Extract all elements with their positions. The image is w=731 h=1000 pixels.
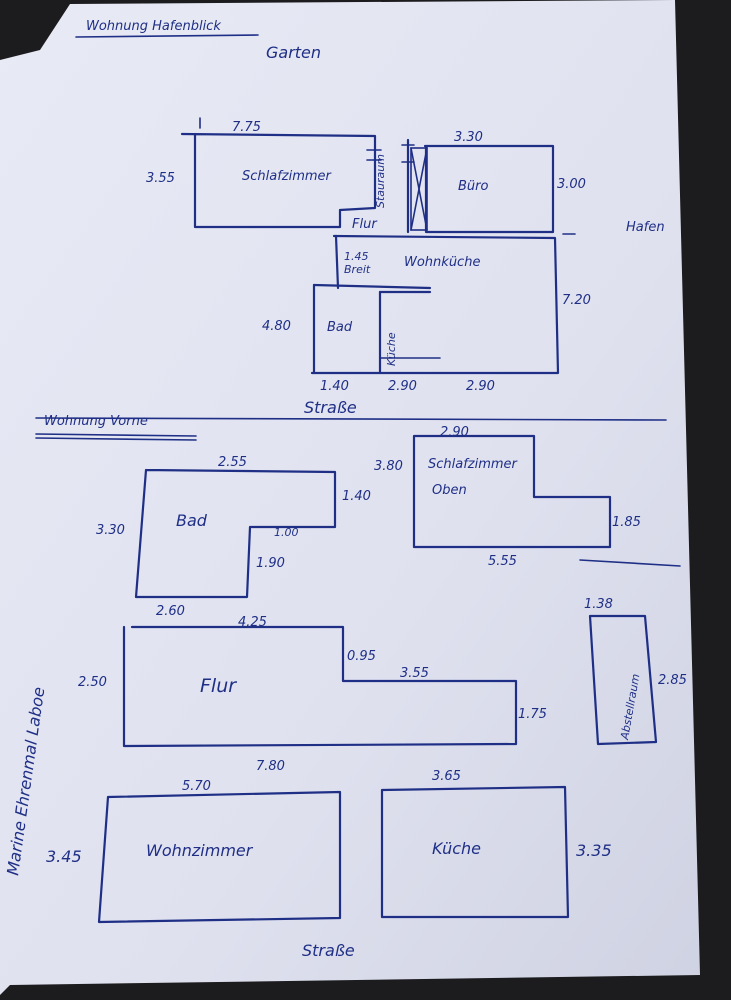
room-label-wohnzimmer: Wohnzimmer <box>146 841 254 860</box>
dim-label: 7.80 <box>256 759 285 774</box>
dim-label: 1.90 <box>256 556 285 571</box>
room-label-kueche: Küche <box>432 839 481 858</box>
room-label-flur: Flur <box>200 675 237 697</box>
dim-label: 2.90 <box>388 379 417 394</box>
dim-label: 5.70 <box>182 779 211 794</box>
dim-label: 3.80 <box>374 459 403 474</box>
dim-label: 1.40 <box>342 489 371 504</box>
room-label-buero: Büro <box>458 179 489 194</box>
dim-label: 4.80 <box>262 319 291 334</box>
dim-label: 1.45 <box>344 250 369 263</box>
dim-label: 2.90 <box>440 425 469 440</box>
plan-title: Wohnung Vorne <box>44 414 148 429</box>
dim-label: 2.55 <box>218 455 247 470</box>
garten-label: Garten <box>266 43 321 62</box>
dim-label: Breit <box>344 263 371 276</box>
dim-label: 3.30 <box>96 523 125 538</box>
dim-label: 1.00 <box>274 526 299 539</box>
room-label-kueche: Küche <box>385 332 398 366</box>
room-label-wohnkueche: Wohnküche <box>404 255 480 270</box>
dim-label: 3.65 <box>432 769 461 784</box>
dim-label: 3.55 <box>146 171 175 186</box>
dim-label: 4.25 <box>238 615 267 630</box>
dim-label: 0.95 <box>347 649 376 664</box>
hafen-label: Hafen <box>626 220 665 235</box>
dim-label: 7.20 <box>562 293 591 308</box>
dim-label: 1.75 <box>518 707 547 722</box>
plan-hafenblick: Wohnung Hafenblick Garten 7.75 3.55 Schl… <box>75 19 665 417</box>
strasse-label: Straße <box>304 398 357 417</box>
plan-vorne: Wohnung Vorne 2.55 1.40 3.30 Bad 1.00 1.… <box>3 414 687 960</box>
room-label-oben: Oben <box>432 483 467 498</box>
dim-label: 3.00 <box>557 177 586 192</box>
dim-label: 1.38 <box>584 597 613 612</box>
dim-label: 2.90 <box>466 379 495 394</box>
dim-label: 3.30 <box>454 130 483 145</box>
room-label-schlafzimmer: Schlafzimmer <box>242 169 333 184</box>
dim-label: 5.55 <box>488 554 517 569</box>
dim-label: 1.40 <box>320 379 349 394</box>
strasse-label: Straße <box>302 941 355 960</box>
plan-title: Wohnung Hafenblick <box>86 19 221 34</box>
room-label-flur: Flur <box>352 217 378 232</box>
dim-label: 7.75 <box>232 120 261 135</box>
dim-label: 2.50 <box>78 675 107 690</box>
dim-label: 1.85 <box>612 515 641 530</box>
dim-label: 3.55 <box>400 666 429 681</box>
room-label-bad: Bad <box>176 511 208 530</box>
dim-label: 3.35 <box>576 841 612 860</box>
dim-label: 2.60 <box>156 604 185 619</box>
dim-label: 3.45 <box>46 847 82 866</box>
room-label-stauraum: Stauraum <box>374 154 387 208</box>
room-label-schlafzimmer: Schlafzimmer <box>428 457 519 472</box>
dim-label: 2.85 <box>658 673 687 688</box>
room-label-bad: Bad <box>327 320 353 335</box>
